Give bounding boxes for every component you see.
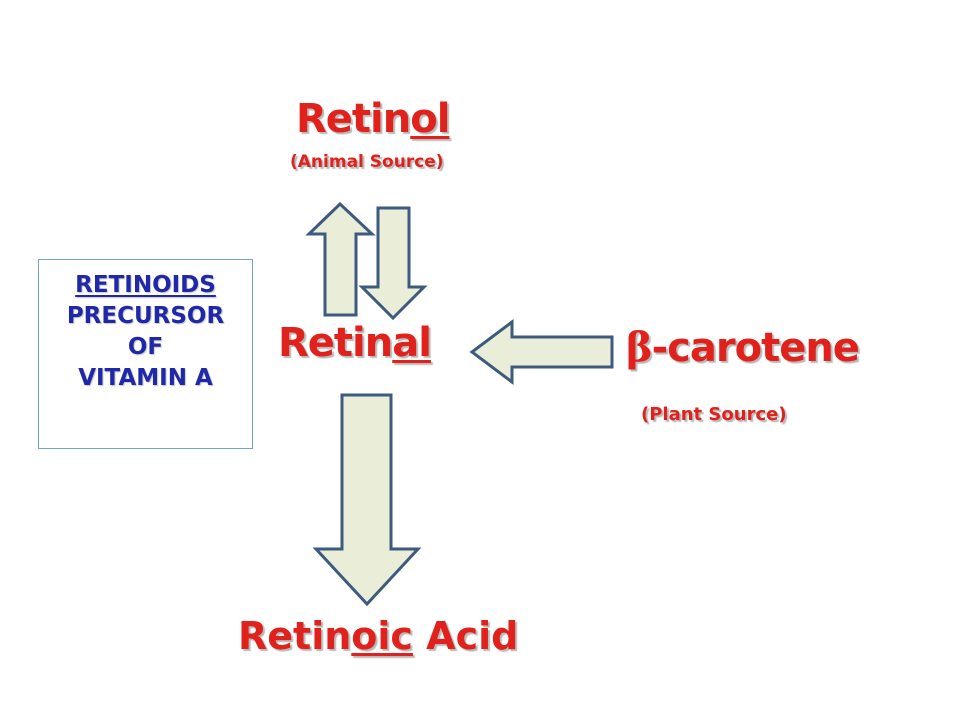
retinol-suffix: ol xyxy=(410,96,450,142)
legend-line-2: OF xyxy=(127,334,164,360)
retinol-prefix: Retin xyxy=(296,96,411,142)
retinoic-suffix: Acid xyxy=(412,614,519,658)
retinal-prefix: Retin xyxy=(278,320,393,366)
retinal-suffix: al xyxy=(392,320,432,366)
large-down-arrow xyxy=(312,393,422,607)
carotene-source: (Plant Source) xyxy=(641,404,787,425)
retinoic-middle: oic xyxy=(351,614,413,658)
retinal-label: Retinal xyxy=(278,320,432,366)
beta-carotene-label: β-carotene xyxy=(626,324,860,371)
up-arrow xyxy=(305,201,376,317)
left-arrow xyxy=(469,319,614,385)
legend-line-3: VITAMIN A xyxy=(78,365,213,391)
legend-title: RETINOIDS xyxy=(75,272,216,298)
retinol-label: Retinol xyxy=(296,96,450,142)
carotene-text: -carotene xyxy=(651,325,860,371)
retinol-source: (Animal Source) xyxy=(290,152,444,172)
down-arrow xyxy=(358,206,428,321)
retinoic-prefix: Retin xyxy=(238,614,352,658)
retinoids-legend-box: RETINOIDS PRECURSOR OF VITAMIN A xyxy=(38,259,253,449)
legend-line-1: PRECURSOR xyxy=(66,303,225,329)
beta-symbol: β xyxy=(626,324,653,371)
retinoic-acid-label: Retinoic Acid xyxy=(238,614,518,658)
